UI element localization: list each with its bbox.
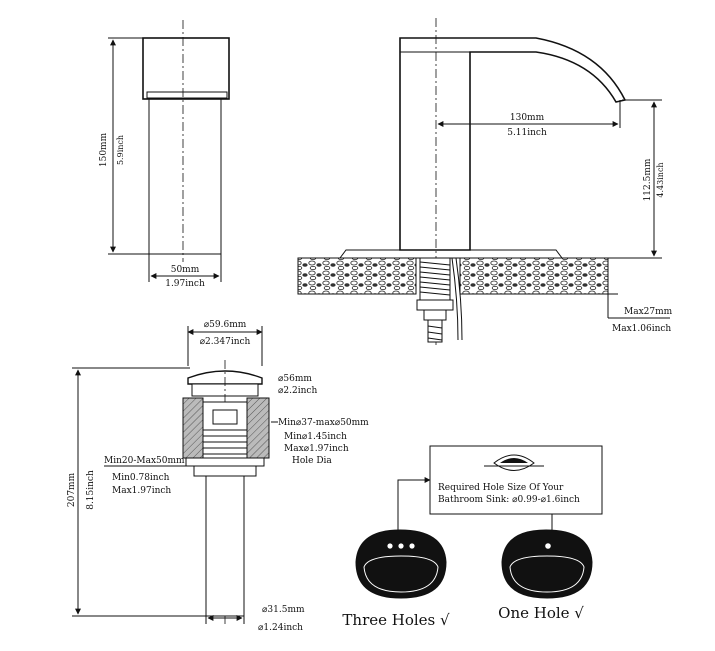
faucet-front-view: 130mm 5.11inch 112.5mm 4.43inch Max27mm … bbox=[297, 18, 673, 345]
three-holes-label: Three Holes √ bbox=[342, 611, 450, 629]
tail-dia-mm: ⌀31.5mm bbox=[262, 605, 305, 615]
drain-height-mm: 207mm bbox=[67, 472, 77, 507]
hole-range-mm: Min⌀37-max⌀50mm bbox=[278, 418, 369, 428]
drain-view: ⌀59.6mm ⌀2.347inch ⌀56mm ⌀2.2inch Min⌀37… bbox=[67, 320, 369, 633]
spout-height-mm: 112.5mm bbox=[643, 158, 653, 201]
faucet-width-in: 1.97inch bbox=[165, 279, 205, 289]
hole-min-in: Min⌀1.45inch bbox=[284, 432, 347, 442]
three-hole-sink: Three Holes √ bbox=[342, 529, 450, 629]
faucet-height-in: 5.9inch bbox=[116, 135, 125, 165]
tail-dia-in: ⌀1.24inch bbox=[258, 623, 303, 633]
max-thickness-in: Max1.06inch bbox=[612, 324, 671, 334]
hole-max-in: Max⌀1.97inch bbox=[284, 444, 349, 454]
faucet-side-head bbox=[142, 37, 230, 100]
thickness-min-in: Min0.78inch bbox=[112, 473, 170, 483]
drain-tailpiece bbox=[205, 475, 245, 617]
hole-size-note: Required Hole Size Of Your Bathroom Sink… bbox=[397, 445, 603, 548]
thickness-max-in: Max1.97inch bbox=[112, 486, 171, 496]
cap-dia-in: ⌀2.2inch bbox=[278, 386, 317, 396]
faucet-width-mm: 50mm bbox=[171, 265, 200, 275]
drain-top-dia-in: ⌀2.347inch bbox=[200, 337, 251, 347]
spout-height-in: 4.43inch bbox=[656, 162, 665, 197]
max-thickness-mm: Max27mm bbox=[624, 307, 673, 317]
hole-note-line2: Bathroom Sink: ⌀0.99-⌀1.6inch bbox=[438, 495, 580, 505]
faucet-side-body bbox=[148, 98, 222, 255]
countertop bbox=[297, 257, 417, 295]
reach-mm: 130mm bbox=[510, 113, 545, 123]
faucet-height-mm: 150mm bbox=[99, 132, 109, 167]
sink-section-left bbox=[182, 397, 204, 459]
drain-top-dia-mm: ⌀59.6mm bbox=[204, 320, 247, 330]
faucet-spout bbox=[399, 37, 627, 251]
one-hole-label: One Hole √ bbox=[498, 604, 584, 622]
hole-note-line1: Required Hole Size Of Your bbox=[438, 483, 564, 493]
cap-dia-mm: ⌀56mm bbox=[278, 374, 312, 384]
reach-in: 5.11inch bbox=[507, 128, 547, 138]
hole-dia-label: Hole Dia bbox=[292, 456, 332, 466]
drain-height-in: 8.15inch bbox=[86, 470, 96, 510]
faucet-side-view: 150mm 5.9inch 50mm 1.97inch bbox=[99, 20, 230, 289]
thickness-mm: Min20-Max50mm bbox=[104, 456, 185, 466]
one-hole-sink: One Hole √ bbox=[498, 529, 593, 622]
